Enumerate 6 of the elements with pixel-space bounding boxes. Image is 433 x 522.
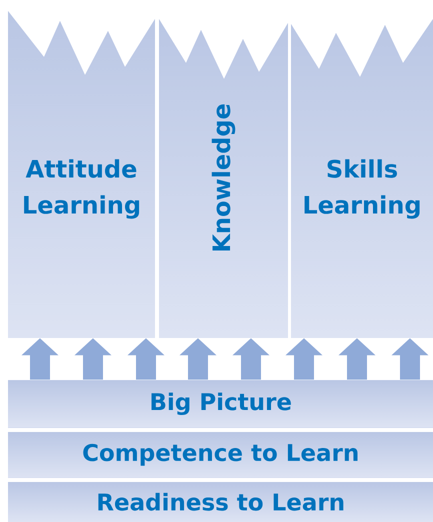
- layer-band: Big Picture: [8, 380, 433, 428]
- column: Skills Learning: [291, 19, 433, 338]
- column: Knowledge: [159, 19, 288, 338]
- column: Attitude Learning: [8, 11, 155, 338]
- layer-band: Competence to Learn: [8, 432, 433, 478]
- layer-band: Readiness to Learn: [8, 482, 433, 522]
